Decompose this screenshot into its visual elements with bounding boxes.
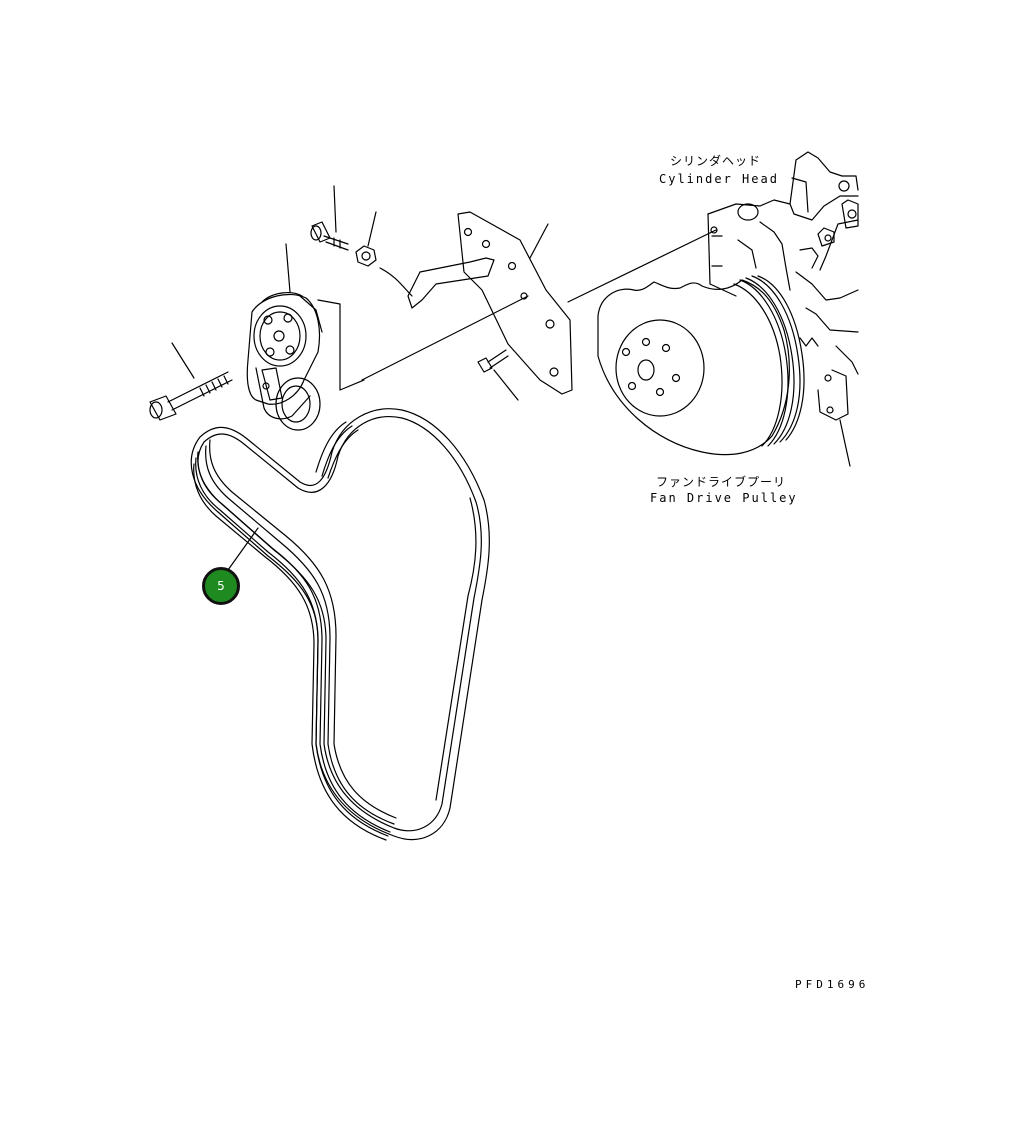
part-callout-5[interactable]: 5 — [202, 567, 240, 605]
assembly-line-b — [361, 295, 529, 381]
assembly-line-d — [567, 229, 717, 303]
hex-nut — [355, 211, 377, 267]
belt-tensioner — [246, 292, 323, 431]
mount-bolt — [310, 185, 349, 251]
drawing-code: PFD1696 — [795, 978, 870, 991]
fan-pulley-label-jp: ファンドライブプーリ — [656, 475, 787, 489]
fan-drive-pulley — [597, 275, 805, 456]
leader-line-5 — [227, 527, 259, 571]
assembly-line-c — [379, 267, 413, 297]
cylinder-head-label-jp: シリンダヘッド — [670, 154, 762, 168]
bracket-screw — [477, 349, 519, 401]
drive-belt — [190, 408, 490, 841]
cylinder-head-label-en: Cylinder Head — [659, 172, 779, 186]
cylinder-head — [707, 151, 859, 467]
leader-tensioner — [285, 243, 291, 293]
assembly-line-a — [317, 299, 365, 391]
fan-pulley-label-en: Fan Drive Pulley — [650, 491, 798, 505]
tensioner-bolt — [149, 342, 233, 421]
mounting-bracket — [407, 211, 573, 395]
